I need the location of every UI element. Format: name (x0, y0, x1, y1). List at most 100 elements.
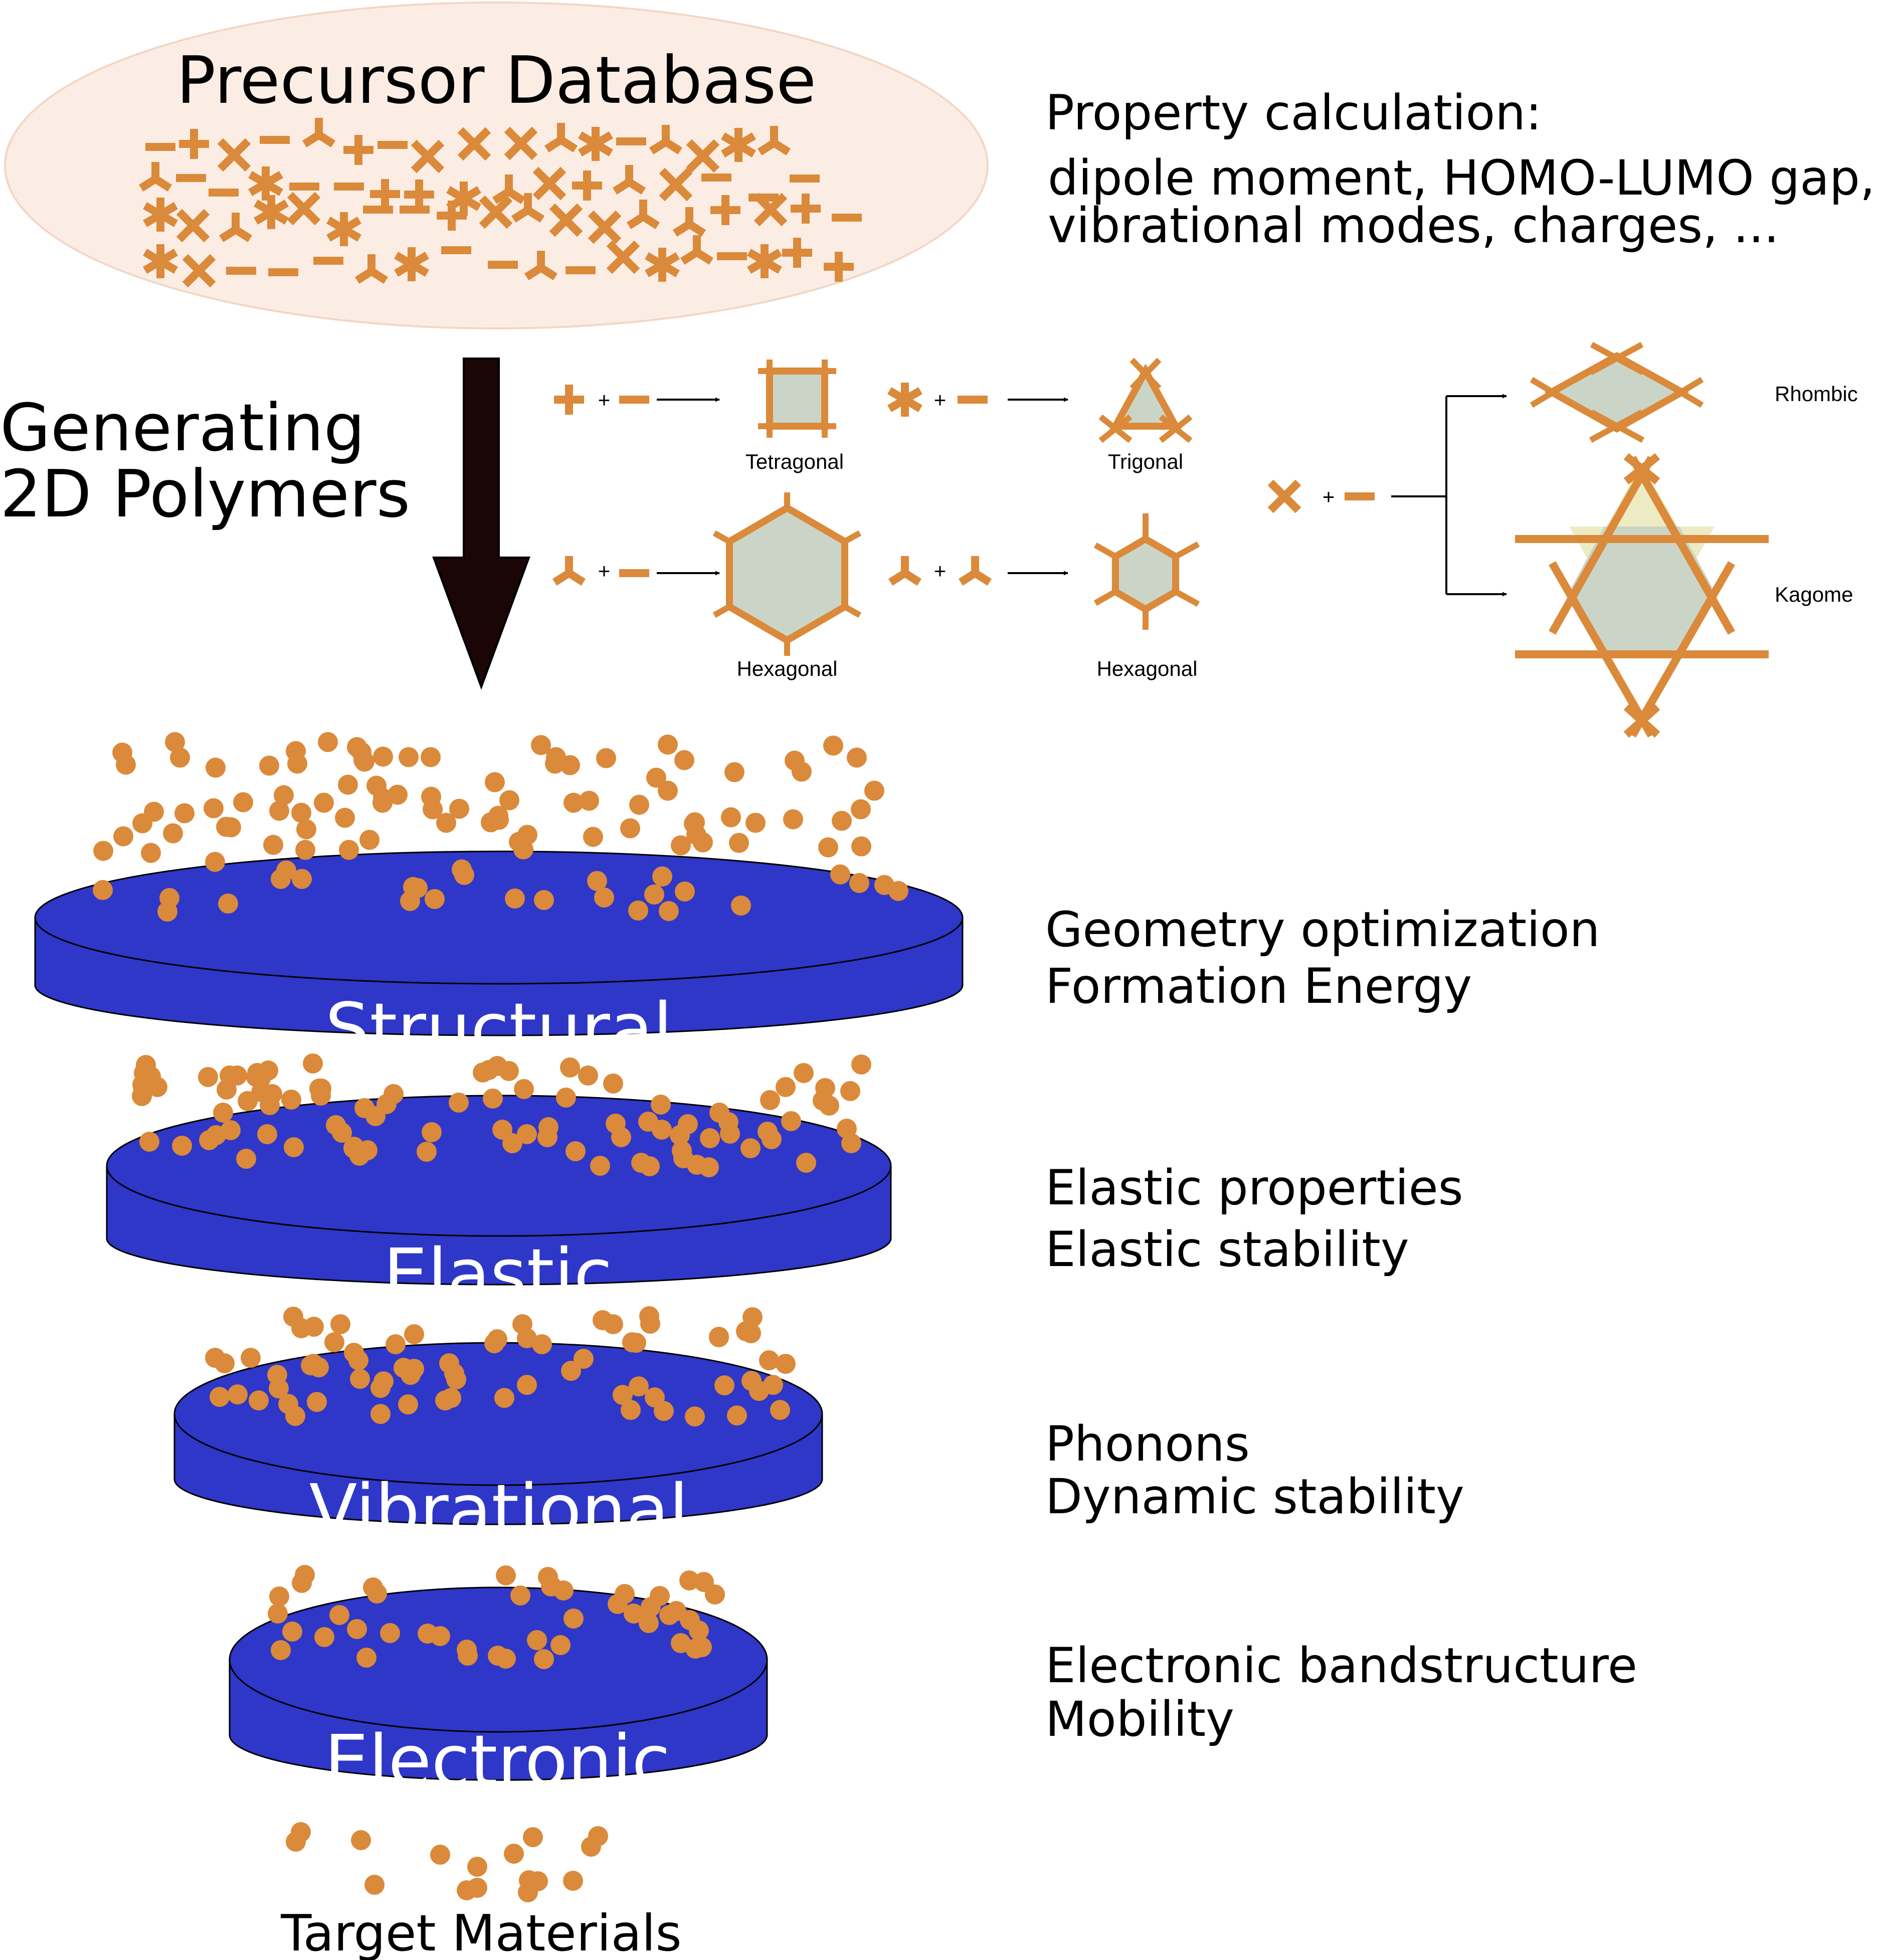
label-rhombic: Rhombic (1775, 382, 1858, 406)
desc-structural-2: Formation Energy (1045, 958, 1472, 1014)
candidate-dot (260, 1095, 280, 1115)
candidate-dot (638, 1112, 658, 1132)
candidate-dot (295, 1565, 315, 1585)
candidate-dot (344, 1343, 364, 1363)
candidate-dot (326, 1115, 346, 1135)
candidate-dot (269, 801, 289, 821)
candidate-dot (311, 1079, 331, 1099)
precursor-database: Precursor Database (4, 2, 989, 329)
candidate-dot (210, 1387, 230, 1407)
candidate-dot (436, 813, 456, 833)
candidate-dot (553, 1580, 574, 1600)
candidate-dot (205, 1348, 225, 1368)
candidate-dot (888, 881, 908, 901)
candidate-dot (550, 1635, 571, 1655)
candidate-dot (606, 1114, 626, 1134)
generating-line-2: 2D Polymers (0, 456, 410, 532)
candidate-dot (268, 1603, 288, 1624)
candidate-dot (578, 1065, 598, 1086)
plus-sign: + (598, 388, 611, 412)
candidate-dot (588, 1826, 608, 1846)
candidate-dot (624, 1603, 644, 1624)
reaction-branch: + (1273, 394, 1507, 597)
candidate-dot (496, 1649, 516, 1669)
candidate-dot (671, 1633, 691, 1653)
candidate-dot (729, 833, 749, 853)
candidate-dot (534, 1649, 554, 1669)
candidate-dot (133, 1077, 153, 1097)
candidate-dots (93, 732, 908, 1902)
candidate-dot (329, 1605, 349, 1625)
candidate-dot (523, 1827, 543, 1847)
candidate-dot (851, 836, 871, 856)
plus-sign-3: + (598, 559, 611, 583)
candidate-dot (519, 1870, 539, 1890)
candidate-dot (198, 1067, 218, 1087)
candidate-dot (644, 884, 664, 905)
candidate-dot (364, 1875, 385, 1895)
candidate-dot (510, 1585, 530, 1606)
property-line-1: dipole moment, HOMO-LUMO gap, (1048, 150, 1875, 206)
candidate-dot (307, 1392, 327, 1412)
candidate-dot (335, 808, 355, 828)
candidate-dot (640, 1314, 660, 1334)
candidate-dot (93, 841, 113, 861)
candidate-dot (709, 1103, 729, 1123)
down-arrow (432, 358, 530, 690)
candidate-dot (284, 1137, 304, 1157)
candidate-dot (776, 1077, 796, 1097)
candidate-dot (269, 1378, 289, 1398)
candidate-dot (206, 758, 226, 778)
candidate-dot (531, 735, 551, 755)
candidate-dot (172, 1136, 192, 1156)
candidate-dot (449, 1093, 469, 1113)
candidate-dot (249, 1390, 269, 1410)
candidate-dot (517, 1124, 537, 1144)
candidate-dot (487, 1329, 507, 1349)
candidate-dot (359, 830, 380, 850)
candidate-dot (590, 1156, 610, 1176)
candidate-dot (849, 873, 869, 893)
candidate-dot (144, 802, 164, 822)
candidate-dot (700, 1128, 720, 1148)
candidate-dot (452, 859, 472, 879)
candidate-dot (658, 781, 678, 801)
candidate-dot (499, 790, 519, 810)
candidate-dot (479, 1060, 499, 1080)
generating-section: Generating 2D Polymers (0, 358, 530, 690)
candidate-dot (561, 1361, 581, 1381)
candidate-dot (740, 1138, 761, 1158)
candidate-dot (220, 1065, 240, 1086)
candidate-dot (269, 1586, 289, 1607)
filter-descriptions: Geometry optimization Formation Energy E… (1045, 902, 1637, 1747)
candidate-dot (560, 1057, 580, 1078)
candidate-dot (399, 747, 419, 767)
candidate-dot (139, 1132, 159, 1152)
candidate-dot (314, 793, 334, 813)
candidate-dot (620, 818, 640, 838)
candidate-dot (347, 1619, 367, 1639)
candidate-dot (286, 1832, 306, 1852)
candidate-dot (724, 762, 744, 782)
candidate-dot (423, 799, 443, 819)
candidate-dot (813, 1091, 833, 1111)
candidate-dot (776, 1354, 796, 1374)
candidate-dot (467, 1857, 487, 1877)
candidate-dot (745, 813, 766, 833)
candidate-dot (731, 896, 751, 916)
candidate-dot (679, 1570, 699, 1590)
desc-vibrational-2: Dynamic stability (1045, 1469, 1464, 1525)
candidate-dot (594, 887, 614, 908)
candidate-dot (213, 1103, 233, 1123)
candidate-dot (165, 732, 185, 752)
candidate-dot (370, 1404, 391, 1424)
candidate-dot (517, 825, 537, 845)
candidate-dot (499, 1061, 519, 1081)
desc-elastic-2: Elastic stability (1045, 1221, 1409, 1278)
candidate-dot (422, 1122, 442, 1142)
candidate-dot (583, 827, 603, 847)
desc-structural-1: Geometry optimization (1045, 902, 1600, 958)
candidate-dot (628, 901, 648, 921)
rhombic-network: Rhombic (1530, 341, 1858, 443)
